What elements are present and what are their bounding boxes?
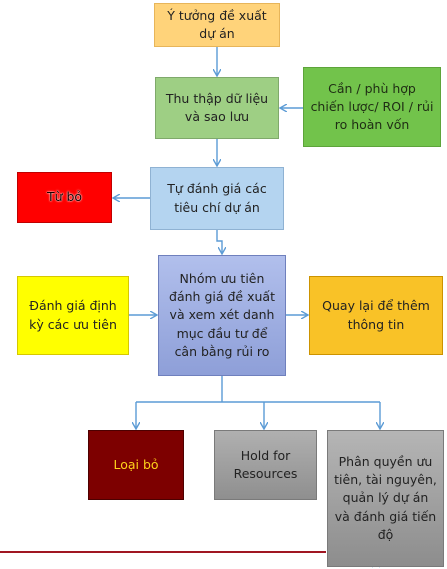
node-assign-label: Phân quyền ưu tiên, tài nguyên, quản lý … [334, 454, 437, 542]
node-collect: Thu thập dữ liệu và sao lưu [155, 77, 279, 139]
node-collect-label: Thu thập dữ liệu và sao lưu [165, 90, 269, 124]
node-hold: Hold for Resources [214, 430, 317, 500]
arrow-self-to-group [216, 230, 222, 253]
node-periodic-review-label: Đánh giá định kỳ các ưu tiên [29, 298, 117, 332]
node-periodic-review: Đánh giá định kỳ các ưu tiên [17, 276, 129, 355]
node-priority-group: Nhóm ưu tiên đánh giá đề xuất và xem xét… [158, 255, 286, 376]
node-priority-group-label: Nhóm ưu tiên đánh giá đề xuất và xem xét… [169, 271, 275, 359]
node-reject-top: Từ bỏ [17, 172, 112, 223]
node-alignment-label: Cần / phù hợp chiến lược/ ROI / rủi ro h… [310, 80, 434, 133]
node-idea-label: Ý tưởng đề xuất dự án [167, 7, 267, 41]
node-self-assessment-label: Tự đánh giá các tiêu chí dự án [167, 181, 267, 215]
node-self-assessment: Tự đánh giá các tiêu chí dự án [150, 167, 284, 230]
bottom-rule [0, 551, 326, 553]
node-idea: Ý tưởng đề xuất dự án [154, 3, 280, 47]
node-alignment: Cần / phù hợp chiến lược/ ROI / rủi ro h… [303, 67, 441, 147]
node-go-back: Quay lại để thêm thông tin [309, 276, 443, 355]
node-go-back-label: Quay lại để thêm thông tin [322, 298, 430, 332]
arrow-group-split [136, 376, 380, 403]
node-remove-label: Loại bỏ [113, 456, 159, 472]
node-hold-label: Hold for Resources [233, 447, 298, 481]
node-reject-top-label: Từ bỏ [46, 189, 83, 205]
node-remove: Loại bỏ [88, 430, 184, 500]
node-assign: Phân quyền ưu tiên, tài nguyên, quản lý … [327, 430, 444, 567]
